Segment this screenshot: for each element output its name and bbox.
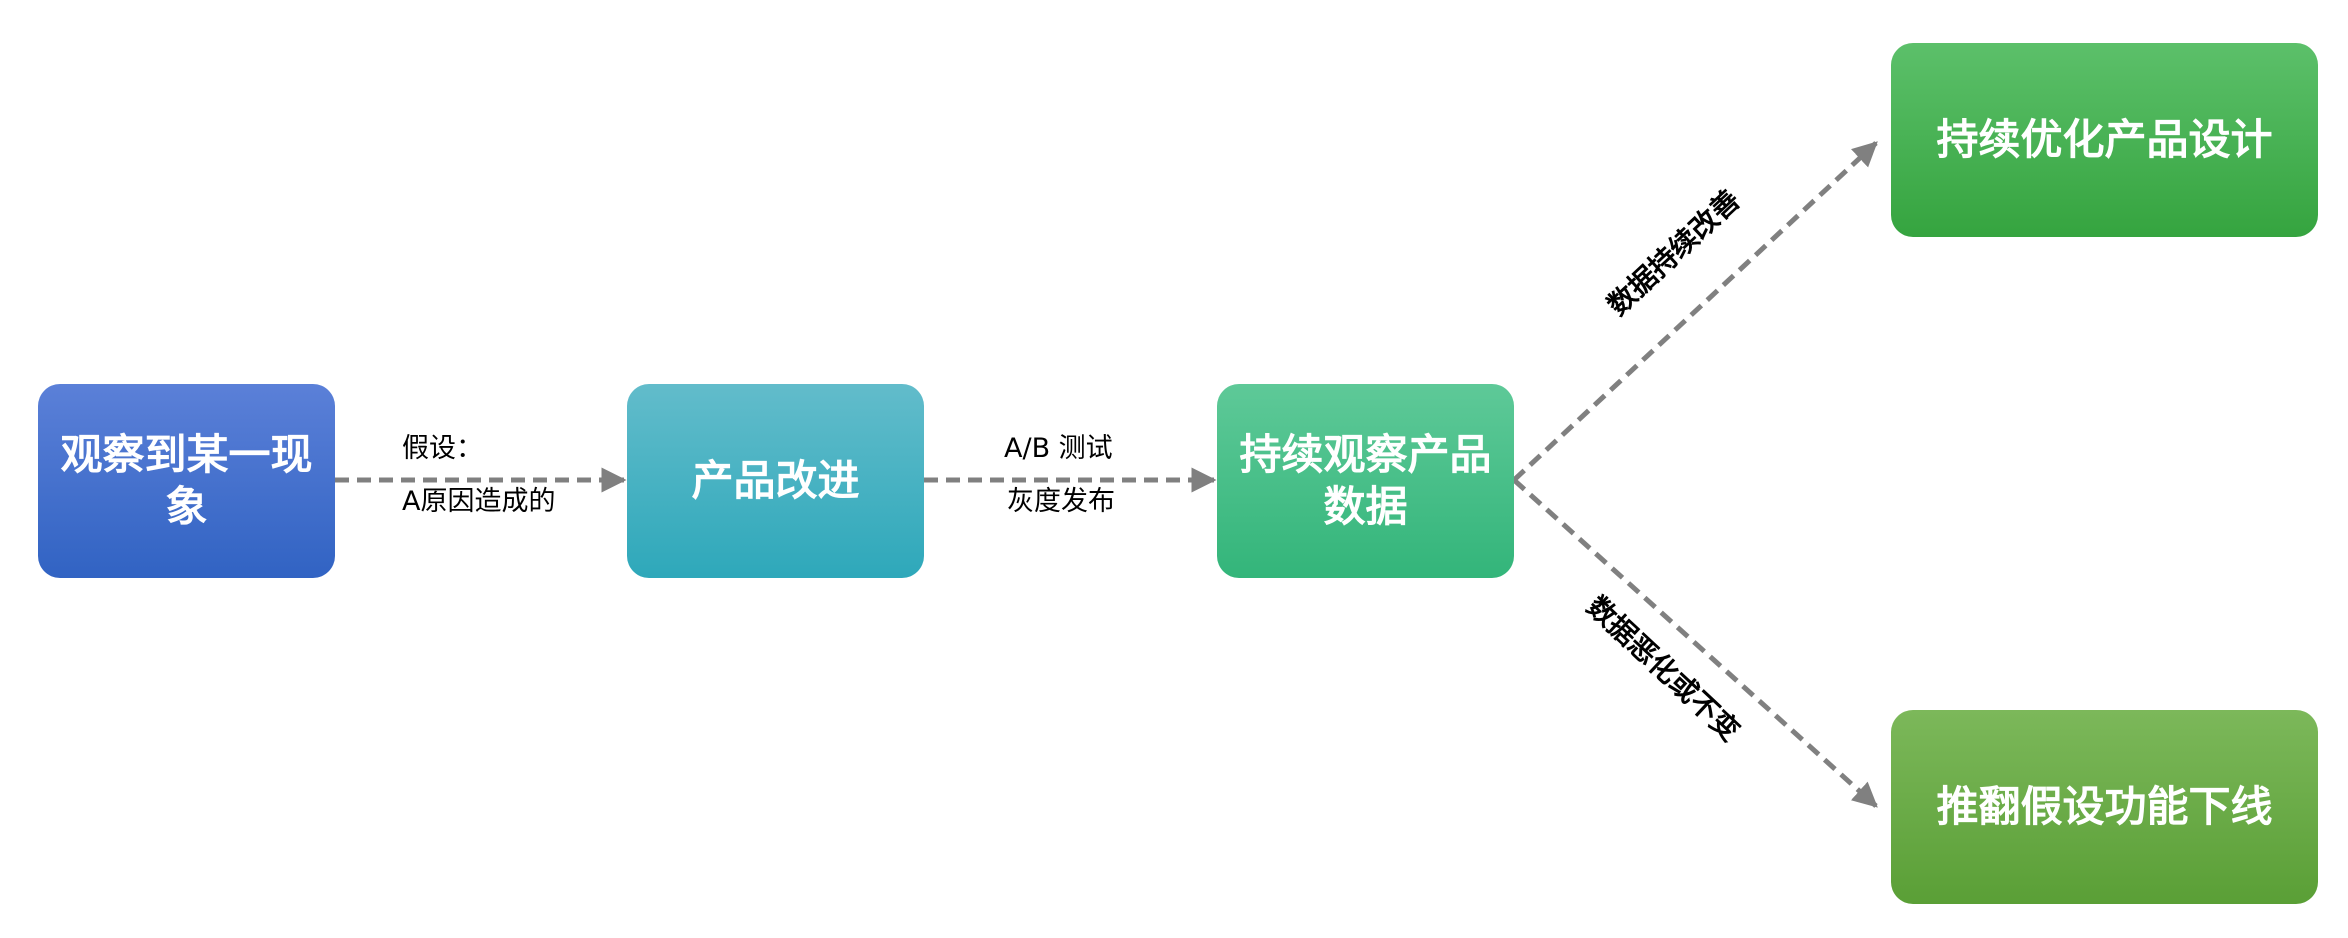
node-optimize-design: 持续优化产品设计 (1891, 43, 2318, 237)
arrow-track-to-rollback (1512, 478, 1878, 808)
edge-label-gray-release: 灰度发布 (1007, 486, 1115, 517)
arrow-track-to-optimize (1512, 141, 1878, 482)
edge-label-hypothesis: 假设： (402, 433, 483, 464)
node-overturn-hypothesis: 推翻假设功能下线 (1891, 710, 2318, 904)
node-product-improvement: 产品改进 (627, 384, 924, 578)
edge-label-hypothesis-cause: A原因造成的 (402, 486, 556, 517)
node-track-product-data: 持续观察产品数据 (1217, 384, 1514, 578)
node-observe-phenomenon: 观察到某一现象 (38, 384, 335, 578)
edge-label-ab-test: A/B 测试 (1004, 433, 1113, 464)
